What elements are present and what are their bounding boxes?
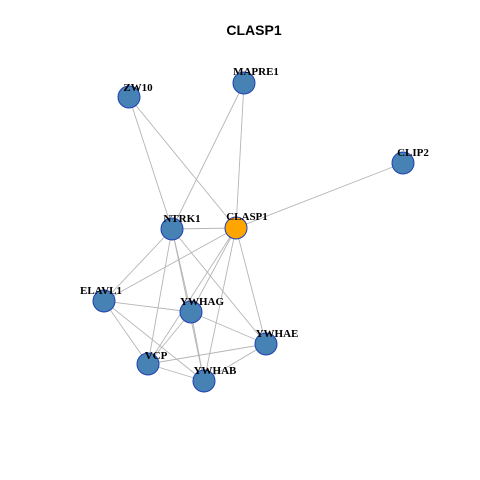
edge-ywhae-vcp — [147, 343, 267, 365]
node-clip2: CLIP2 — [391, 147, 429, 175]
diagram-title: CLASP1 — [226, 22, 281, 38]
edge-clasp1-elavl1 — [103, 227, 237, 302]
edge-clasp1-vcp — [147, 227, 237, 365]
node-circle-vcp — [136, 352, 160, 376]
edge-mapre1-ntrk1 — [171, 82, 245, 230]
edge-ntrk1-elavl1 — [103, 228, 173, 302]
edge-zw10-clasp1 — [128, 96, 237, 229]
edge-clip2-clasp1 — [235, 162, 404, 229]
node-circle-ywhae — [254, 332, 278, 356]
edge-zw10-ntrk1 — [128, 96, 173, 230]
node-circle-zw10 — [117, 85, 141, 109]
node-circle-ntrk1 — [160, 217, 184, 241]
node-label-mapre1: MAPRE1 — [233, 66, 279, 78]
node-label-ywhag: YWHAG — [180, 296, 224, 308]
edge-elavl1-vcp — [103, 300, 149, 365]
node-ntrk1: NTRK1 — [160, 213, 201, 241]
node-vcp: VCP — [136, 350, 168, 376]
edge-ywhag-ywhab — [190, 311, 205, 382]
node-circle-ywhag — [179, 300, 203, 324]
node-circle-clasp1 — [224, 216, 248, 240]
edge-clasp1-ywhab — [203, 227, 237, 382]
edge-elavl1-ywhag — [103, 300, 192, 313]
node-circle-mapre1 — [232, 71, 256, 95]
node-ywhag: YWHAG — [179, 296, 224, 324]
node-label-vcp: VCP — [145, 350, 168, 362]
edge-ywhae-ywhab — [203, 343, 267, 382]
node-label-clasp1: CLASP1 — [226, 211, 268, 223]
node-label-clip2: CLIP2 — [397, 147, 429, 159]
edge-elavl1-ywhab — [103, 300, 205, 382]
edge-ntrk1-vcp — [147, 228, 173, 365]
node-ywhae: YWHAE — [254, 328, 299, 356]
node-circle-clip2 — [391, 151, 415, 175]
node-label-zw10: ZW10 — [123, 82, 153, 94]
node-label-ntrk1: NTRK1 — [163, 213, 200, 225]
node-clasp1: CLASP1 — [224, 211, 268, 240]
edge-ntrk1-ywhae — [171, 228, 267, 345]
node-zw10: ZW10 — [117, 82, 153, 109]
node-label-ywhae: YWHAE — [256, 328, 299, 340]
edge-clasp1-ywhae — [235, 227, 267, 345]
node-label-ywhab: YWHAB — [194, 365, 237, 377]
node-mapre1: MAPRE1 — [232, 66, 279, 95]
node-label-elavl1: ELAVL1 — [80, 285, 122, 297]
edge-mapre1-clasp1 — [235, 82, 245, 229]
edge-clasp1-ywhag — [190, 227, 237, 313]
node-ywhab: YWHAB — [192, 365, 237, 393]
node-circle-ywhab — [192, 369, 216, 393]
node-elavl1: ELAVL1 — [80, 285, 122, 313]
node-circle-elavl1 — [92, 289, 116, 313]
edge-layer — [103, 82, 404, 382]
edge-ywhag-ywhae — [190, 311, 267, 345]
